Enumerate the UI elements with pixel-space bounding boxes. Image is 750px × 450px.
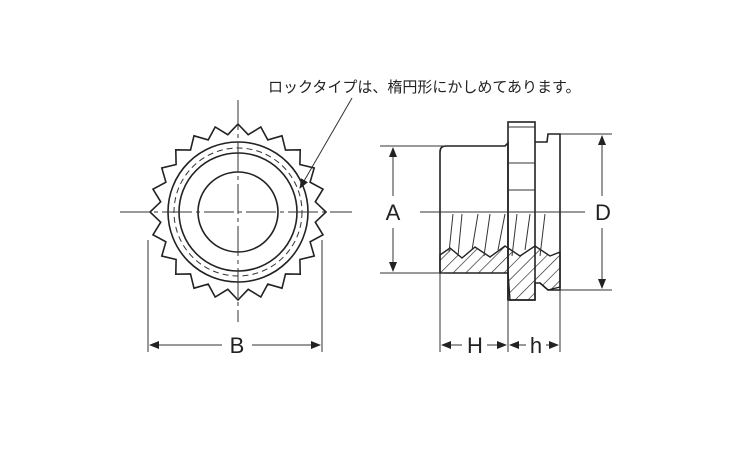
body-outline [439,141,509,300]
dim-a-label: A [386,200,401,225]
annotation-text: ロックタイプは、楕円形にかしめてあります。 [268,78,580,96]
dim-b-label: B [230,333,245,358]
side-view: A D H h [380,121,612,358]
dim-h-lower-label: h [530,333,542,358]
thread-lines [448,213,546,257]
dim-d-label: D [595,200,611,225]
leader-line [299,97,353,189]
knurl-collar [507,121,536,301]
knurl-outline [148,122,328,302]
front-view: B [120,100,352,358]
dim-h-upper-label: H [467,333,483,358]
